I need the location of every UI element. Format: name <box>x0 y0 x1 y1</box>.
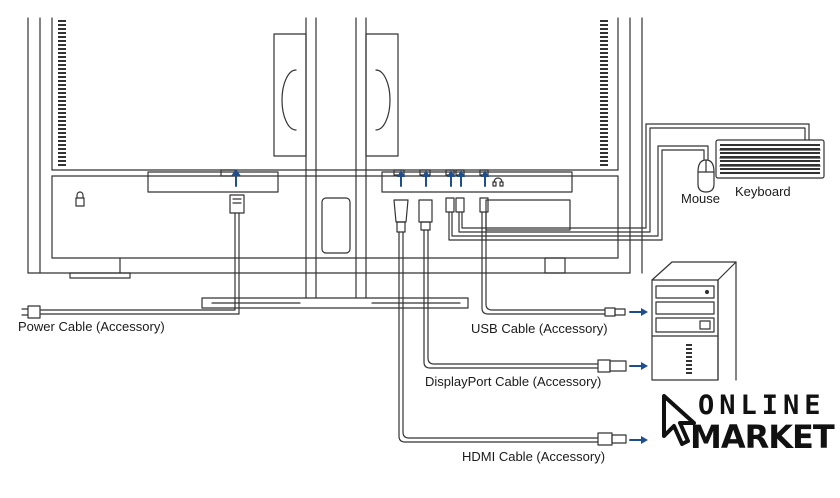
io-port-panel <box>381 171 573 193</box>
pc-tower <box>651 261 737 381</box>
monitor-back <box>27 17 643 309</box>
displayport-cable <box>418 199 627 373</box>
hdmi-cable-label: HDMI Cable (Accessory) <box>462 449 606 464</box>
cursor-arrow-icon <box>662 394 696 446</box>
arrow-up-icon <box>457 170 465 187</box>
vent-right <box>600 18 608 166</box>
keyboard-label: Keyboard <box>735 184 791 199</box>
power-port-panel <box>147 171 279 193</box>
arrow-up-icon <box>447 170 455 187</box>
keyboard-device <box>715 139 825 179</box>
watermark-line2: MARKET <box>690 418 835 456</box>
vent-left <box>58 18 66 166</box>
arrow-right-icon <box>629 308 648 316</box>
keyboard-mouse-cables <box>445 123 810 241</box>
arrow-up-icon <box>422 170 430 187</box>
headphone-icon <box>492 177 504 187</box>
power-cable-label: Power Cable (Accessory) <box>18 319 165 334</box>
mouse-device <box>697 159 715 193</box>
hdmi-cable <box>393 199 627 446</box>
usb-cable-label: USB Cable (Accessory) <box>471 321 608 336</box>
lock-icon <box>75 191 85 207</box>
arrow-right-icon <box>629 436 648 444</box>
watermark-logo: ONLINE MARKET <box>660 388 835 468</box>
mouse-label: Mouse <box>681 191 721 206</box>
arrow-up-icon <box>481 170 489 187</box>
arrow-up-icon <box>397 170 405 187</box>
usb-cable <box>479 197 626 317</box>
displayport-cable-label: DisplayPort Cable (Accessory) <box>425 374 602 389</box>
power-cable <box>21 194 245 319</box>
arrow-right-icon <box>629 362 648 370</box>
arrow-up-icon <box>231 169 241 187</box>
watermark-line1: ONLINE <box>698 390 826 421</box>
